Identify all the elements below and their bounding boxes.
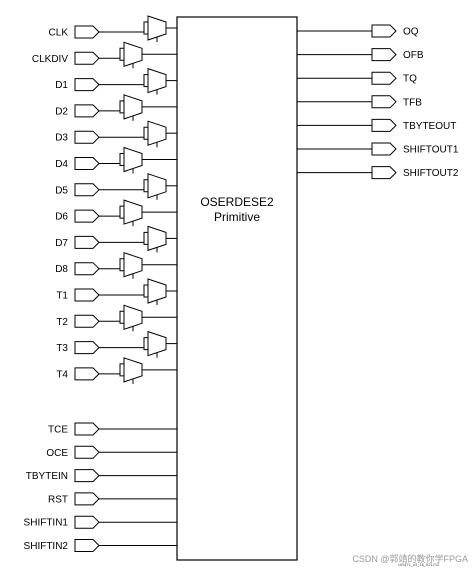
input-port-d1: [74, 78, 100, 92]
input-port-clk: [74, 25, 100, 39]
wire-layer: [99, 27, 372, 546]
mux-input-bracket-d5: [143, 179, 148, 193]
mux-clkdiv: [123, 41, 143, 67]
mux-input-bracket-t1: [143, 284, 148, 298]
mux-t3: [147, 330, 167, 357]
mux-input-bracket-t4: [119, 363, 124, 377]
mux-input-bracket-t3: [143, 337, 148, 351]
input-label-d6: D6: [55, 212, 68, 223]
input-label-rst: RST: [48, 494, 68, 505]
input-label-d3: D3: [55, 133, 68, 144]
mux-clk: [147, 15, 167, 41]
input-port-tbytein: [74, 469, 100, 483]
output-label-tfb: TFB: [403, 97, 422, 108]
mux-input-bracket-t2: [119, 310, 124, 324]
mux-input-bracket-d6: [119, 205, 124, 219]
mux-input-bracket-d1: [143, 74, 148, 88]
output-port-tfb: [371, 95, 397, 109]
mux-input-bracket-d3: [143, 126, 148, 140]
output-label-shiftout2: SHIFTOUT2: [403, 168, 459, 179]
input-port-d4: [74, 157, 100, 170]
mux-d7: [147, 225, 167, 252]
watermark: CSDN @郭靖的教你学FPGA: [352, 553, 468, 564]
primitive-subtitle: Primitive: [214, 210, 260, 224]
input-label-d7: D7: [55, 238, 68, 249]
mux-input-bracket-d2: [119, 100, 124, 114]
input-port-shiftin1: [74, 515, 100, 529]
output-port-tbyteout: [371, 118, 397, 132]
mux-layer: [119, 15, 167, 384]
input-port-d3: [74, 130, 100, 144]
input-label-shiftin1: SHIFTIN1: [24, 518, 69, 529]
input-label-tce: TCE: [48, 425, 68, 436]
input-label-t3: T3: [56, 343, 68, 354]
input-port-t3: [74, 341, 100, 355]
input-port-d8: [74, 262, 100, 276]
output-label-tbyteout: TBYTEOUT: [403, 121, 456, 132]
input-label-clk: CLK: [49, 28, 69, 39]
figure-id: UG471_c3_16_021712: [398, 562, 440, 567]
input-port-rst: [74, 492, 100, 506]
input-label-d4: D4: [55, 159, 68, 170]
primitive-box: [176, 16, 298, 561]
input-label-t2: T2: [56, 317, 68, 328]
output-port-tq: [371, 71, 397, 85]
input-label-t1: T1: [56, 291, 68, 302]
input-port-tce: [74, 422, 100, 436]
mux-d5: [147, 173, 167, 199]
mux-input-bracket-clk: [143, 21, 148, 35]
input-label-t4: T4: [56, 369, 68, 380]
mux-input-bracket-clkdiv: [119, 47, 124, 61]
input-label-d8: D8: [55, 264, 68, 275]
input-label-clkdiv: CLKDIV: [32, 54, 68, 65]
mux-t2: [123, 304, 143, 330]
mux-d2: [123, 94, 143, 120]
mux-d3: [147, 120, 167, 146]
input-label-shiftin2: SHIFTIN2: [24, 541, 69, 552]
input-port-shiftin2: [74, 539, 100, 552]
mux-d4: [123, 146, 143, 173]
input-label-d5: D5: [55, 185, 68, 196]
output-port-ofb: [371, 48, 397, 62]
output-label-tq: TQ: [403, 74, 417, 85]
output-port-oq: [371, 24, 397, 38]
mux-d8: [123, 252, 143, 278]
output-label-ofb: OFB: [403, 50, 424, 61]
output-label-shiftout1: SHIFTOUT1: [403, 145, 459, 156]
mux-t4: [123, 357, 143, 383]
input-port-d5: [74, 183, 100, 197]
input-port-d7: [74, 235, 100, 249]
output-port-shiftout1: [371, 142, 397, 156]
input-port-d2: [74, 104, 100, 118]
output-label-oq: OQ: [403, 27, 419, 38]
mux-t1: [147, 278, 167, 304]
input-label-tbytein: TBYTEIN: [26, 471, 68, 482]
mux-input-bracket-d8: [119, 258, 124, 272]
input-port-t2: [74, 314, 100, 328]
output-port-shiftout2: [371, 166, 397, 180]
mux-d1: [147, 67, 167, 94]
mux-d6: [123, 199, 143, 225]
primitive-name: OSERDESE2: [200, 195, 274, 209]
input-port-clkdiv: [74, 51, 100, 65]
input-label-d1: D1: [55, 80, 68, 91]
mux-input-bracket-d4: [119, 153, 124, 166]
input-port-t4: [74, 367, 100, 381]
input-port-oce: [74, 445, 100, 459]
mux-input-bracket-d7: [143, 231, 148, 245]
input-label-oce: OCE: [46, 448, 68, 459]
input-port-t1: [74, 288, 100, 302]
input-port-d6: [74, 209, 100, 223]
input-label-d2: D2: [55, 106, 68, 117]
